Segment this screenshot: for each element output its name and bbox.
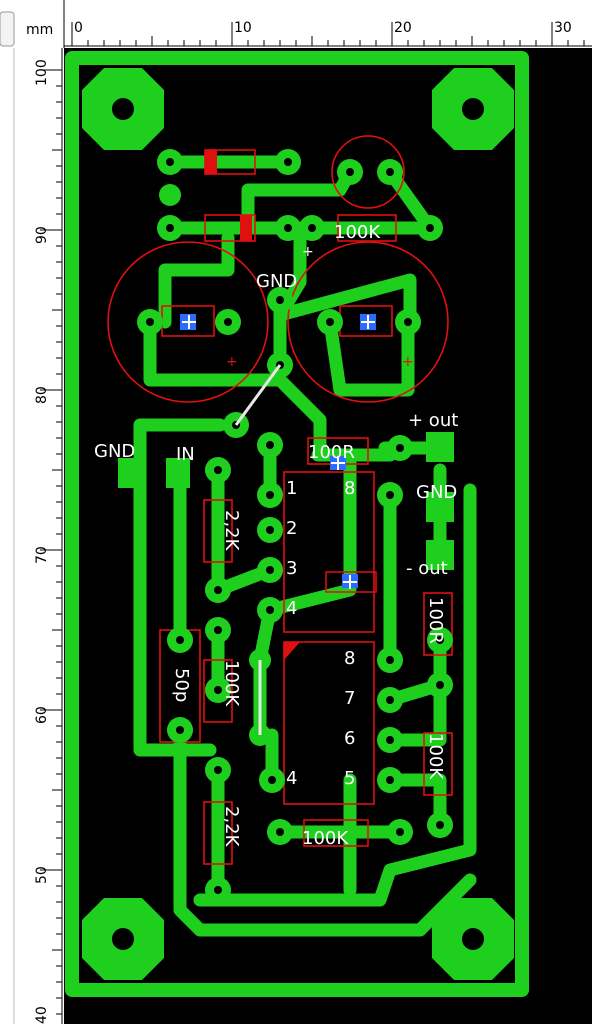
label-r-22k-bottom: 2,2K	[221, 806, 242, 848]
label-in: IN	[176, 444, 195, 465]
label-r-100k-right: 100K	[425, 733, 446, 780]
left-tick-label: 70	[34, 546, 50, 564]
resistor-100k-mid-outline	[203, 659, 233, 723]
resistor-22k-bottom-outline	[203, 801, 233, 865]
label-r-100r-top: 100R	[308, 442, 355, 463]
ic1-pin-4: 4	[286, 598, 297, 619]
transistor-outline	[331, 135, 405, 209]
pcb-layout: GND GND IN + out GND - out 100K 100R 100…	[64, 48, 592, 1024]
resistor-100r-right-outline	[423, 592, 453, 656]
component-outlines	[107, 135, 453, 865]
resistor-100k-top-outline	[337, 214, 397, 242]
label-out-plus: + out	[408, 410, 458, 431]
left-tick-label: 60	[34, 706, 50, 724]
ic1-pin-3: 3	[286, 558, 297, 579]
left-ruler-graphic: 100 90 80 70 60 50 40	[0, 48, 64, 1024]
ic2-pin-5: 5	[344, 768, 355, 789]
left-tick-label: 100	[34, 59, 50, 86]
left-ruler: 100 90 80 70 60 50 40	[0, 48, 64, 1024]
electrolytic-capacitor-left-outline	[107, 241, 269, 403]
resistor-100k-right-outline	[423, 732, 453, 796]
board-outline-trace	[65, 51, 529, 997]
ic2-pin-7: 7	[344, 688, 355, 709]
label-gnd-right: GND	[416, 482, 457, 503]
top-ruler: mm 0 10 20 30	[0, 0, 592, 48]
resistor-22k-top-outline	[203, 499, 233, 563]
label-plus-sign: +	[302, 244, 314, 260]
wire-bridges	[234, 364, 282, 735]
top-ruler-graphic: mm 0 10 20 30	[0, 0, 592, 48]
label-r-100r-right: 100R	[425, 597, 446, 644]
pcb-canvas[interactable]: GND GND IN + out GND - out 100K 100R 100…	[64, 48, 592, 1024]
left-tick-label: 90	[34, 226, 50, 244]
label-r-100k-mid: 100K	[221, 660, 242, 707]
diode-bottom-outline	[204, 214, 256, 242]
top-tick-label: 0	[74, 20, 83, 36]
ic1-pin-8: 8	[344, 478, 355, 499]
label-c-50p: 50p	[171, 668, 192, 702]
svg-text:+: +	[226, 354, 238, 370]
electrolytic-capacitor-right-outline	[287, 241, 449, 403]
label-r-100k-bottom: 100K	[302, 828, 349, 849]
label-gnd-left: GND	[94, 441, 135, 462]
diode-top-band	[205, 150, 217, 174]
label-out-minus: - out	[406, 558, 448, 579]
ic1-outline	[283, 471, 375, 633]
top-tick-label: 30	[554, 20, 572, 36]
left-tick-label: 40	[34, 1006, 50, 1024]
ic2-pin-6: 6	[344, 728, 355, 749]
resistor-100k-bottom-outline	[303, 819, 369, 847]
left-tick-label: 50	[34, 866, 50, 884]
label-r-100k-top: 100K	[334, 222, 381, 243]
left-tick-label: 80	[34, 386, 50, 404]
ic2-pin1-marker	[284, 642, 300, 660]
svg-text:+: +	[402, 354, 414, 370]
top-tick-label: 20	[394, 20, 412, 36]
top-tick-label: 10	[234, 20, 252, 36]
ic1-pin-1: 1	[286, 478, 297, 499]
ic2-pin-4: 4	[286, 768, 297, 789]
ic2-pin-8: 8	[344, 648, 355, 669]
label-r-22k-top: 2,2K	[221, 510, 242, 552]
ic2-outline	[283, 641, 375, 805]
label-gnd-top: GND	[256, 271, 297, 292]
ic1-pin-2: 2	[286, 518, 297, 539]
ruler-unit: mm	[26, 22, 53, 38]
diode-bottom-band	[240, 215, 252, 241]
